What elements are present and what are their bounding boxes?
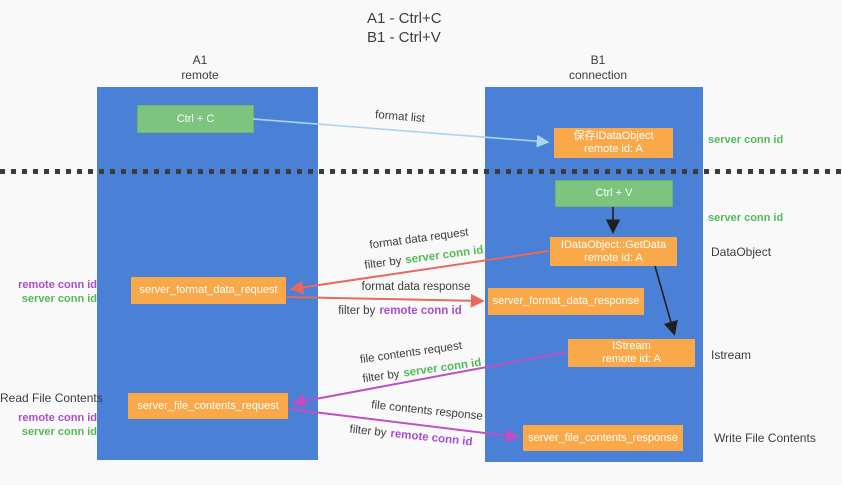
label-format-data-response: format data response [361,281,471,293]
title-line-2: B1 - Ctrl+V [367,29,441,46]
annotation-dataobject: DataObject [711,245,772,259]
node-server-file-contents-response: server_file_contents_response [523,425,683,451]
annotation-file-remote-conn-id: remote conn id [18,412,97,424]
column-a1-name: A1 [192,53,208,67]
node-format-request-label: server_format_data_request [139,284,278,296]
node-server-format-data-response: server_format_data_response [488,288,644,315]
remote-conn-id-text: remote conn id [389,427,474,449]
annotation-server-conn-id-mid: server conn id [708,212,784,224]
node-format-response-label: server_format_data_response [492,295,640,307]
server-conn-id-text: server conn id [404,244,485,267]
filter-by-text: filter by [361,368,401,386]
node-ctrl-c: Ctrl + C [137,105,254,133]
filter-by-text: filter by [348,423,388,440]
annotation-file-request-ids: remote conn id server conn id [8,411,97,439]
node-getdata-line2: remote id: A [584,251,643,264]
node-save-idataobject-line2: remote id: A [584,143,643,155]
node-ctrl-v: Ctrl + V [555,180,673,207]
title-line-1: A1 - Ctrl+C [367,10,442,27]
node-save-idataobject: 保存IDataObject remote id: A [554,128,673,158]
column-a1-subtitle: remote [181,68,219,82]
node-getdata-line1: IDataObject::GetData [560,238,667,251]
node-istream: IStream remote id: A [568,339,695,367]
node-save-idataobject-line1: 保存IDataObject [573,130,654,142]
node-file-request-label: server_file_contents_request [137,399,279,412]
node-idataobject-getdata: IDataObject::GetData remote id: A [550,237,677,266]
column-b1-name: B1 [590,53,606,67]
column-b1-subtitle: connection [568,68,628,82]
annotation-istream: Istream [711,348,752,362]
node-server-format-data-request: server_format_data_request [131,277,286,304]
annotation-server-conn-id-top: server conn id [708,134,784,146]
node-istream-line2: remote id: A [602,353,661,365]
annotation-file-server-conn-id: server conn id [21,426,97,438]
node-ctrl-v-label: Ctrl + V [595,187,633,199]
diagram-title: A1 - Ctrl+C B1 - Ctrl+V [367,9,442,47]
remote-conn-id-text: remote conn id [379,305,462,317]
annotation-format-request-ids: remote conn id server conn id [8,278,97,306]
node-ctrl-c-label: Ctrl + C [176,112,215,125]
node-server-file-contents-request: server_file_contents_request [128,393,288,419]
filter-by-text: filter by [363,255,403,272]
column-header-a1: A1 remote [130,53,270,83]
server-conn-id-text: server conn id [402,356,483,380]
annotation-fmt-server-conn-id: server conn id [21,293,97,305]
machine-boundary-dotted-line [0,169,842,174]
annotation-read-file-contents: Read File Contents [0,391,103,405]
label-format-list: format list [374,109,426,125]
annotation-fmt-remote-conn-id: remote conn id [18,279,97,291]
filter-by-text: filter by [338,305,376,317]
node-istream-line1: IStream [612,340,651,352]
column-header-b1: B1 connection [528,53,668,83]
annotation-write-file-contents: Write File Contents [714,431,816,445]
node-file-response-label: server_file_contents_response [528,431,678,444]
label-file-contents-response: file contents response [370,399,484,423]
